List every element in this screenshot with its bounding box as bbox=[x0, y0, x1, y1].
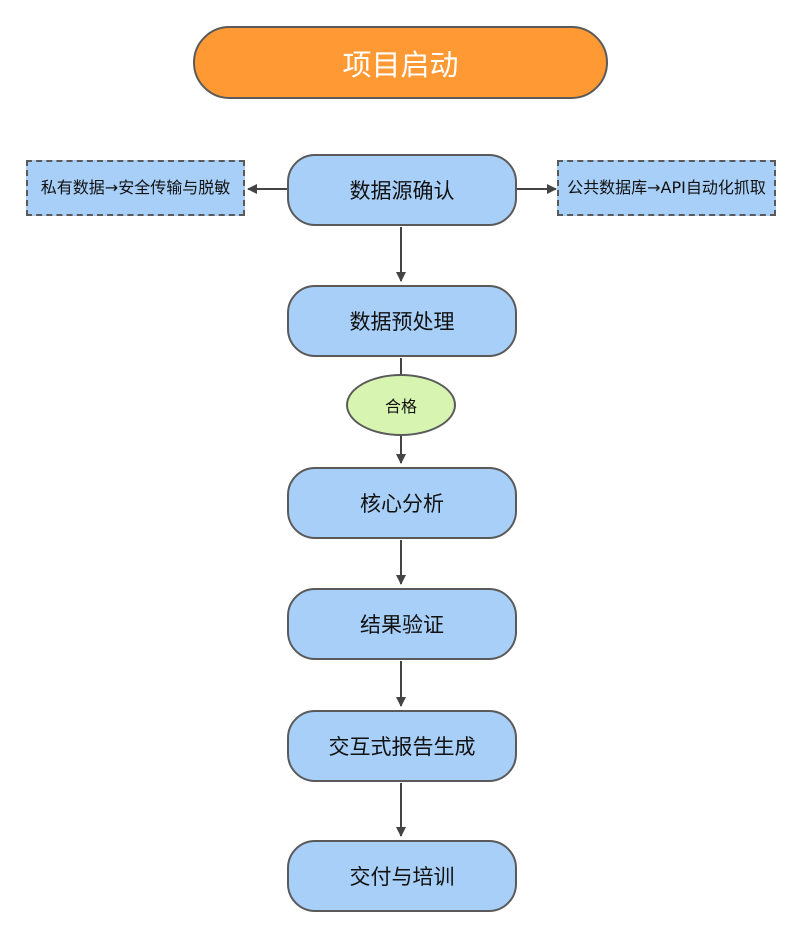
step-preprocess-label: 数据预处理 bbox=[349, 310, 455, 334]
step-report-generation: 交互式报告生成 bbox=[287, 710, 517, 782]
step-result-validation: 结果验证 bbox=[287, 588, 517, 660]
branch-private-data-label: 私有数据→安全传输与脱敏 bbox=[40, 178, 231, 197]
step-core-analysis: 核心分析 bbox=[287, 467, 517, 539]
branch-public-data: 公共数据库→API自动化抓取 bbox=[557, 160, 776, 216]
step-core-analysis-label: 核心分析 bbox=[360, 492, 444, 516]
decision-qualified: 合格 bbox=[346, 374, 456, 436]
step-delivery-training-label: 交付与培训 bbox=[349, 865, 455, 889]
step-preprocess: 数据预处理 bbox=[287, 285, 517, 357]
step-source-confirm-label: 数据源确认 bbox=[349, 179, 455, 203]
branch-public-data-label: 公共数据库→API自动化抓取 bbox=[567, 178, 766, 197]
step-result-validation-label: 结果验证 bbox=[360, 613, 444, 637]
branch-private-data: 私有数据→安全传输与脱敏 bbox=[26, 160, 245, 216]
decision-qualified-label: 合格 bbox=[384, 397, 417, 416]
step-source-confirm: 数据源确认 bbox=[287, 154, 517, 226]
step-report-generation-label: 交互式报告生成 bbox=[328, 735, 476, 759]
step-delivery-training: 交付与培训 bbox=[287, 840, 517, 912]
start-node: 项目启动 bbox=[193, 26, 608, 99]
start-node-label: 项目启动 bbox=[342, 47, 459, 82]
